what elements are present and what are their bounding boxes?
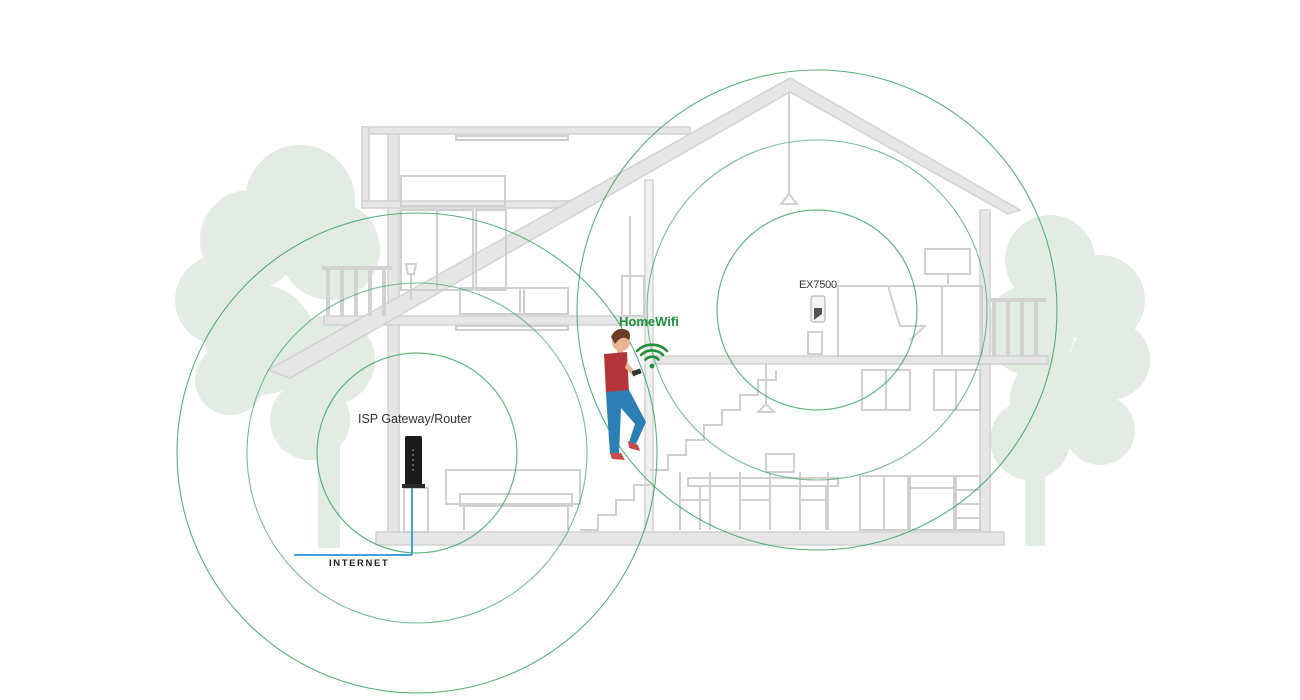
extender-label: EX7500: [799, 279, 837, 291]
extender-icon: [810, 295, 826, 323]
internet-cable: [294, 488, 413, 556]
tree-icon-right: [985, 215, 1150, 546]
balcony-left: [322, 266, 392, 316]
person-icon: [604, 328, 646, 460]
tree-icon-left: [175, 145, 380, 548]
internet-label: INTERNET: [329, 558, 390, 569]
furniture: [400, 92, 983, 533]
gateway-router-icon: [402, 436, 425, 488]
wifi-icon: [635, 343, 669, 369]
gateway-coverage-rings: [176, 212, 658, 694]
balcony-right: [988, 298, 1046, 356]
extender-coverage-rings: [576, 69, 1058, 551]
gateway-router-label: ISP Gateway/Router: [358, 412, 472, 426]
wifi-network-label: HomeWifi: [619, 314, 679, 329]
